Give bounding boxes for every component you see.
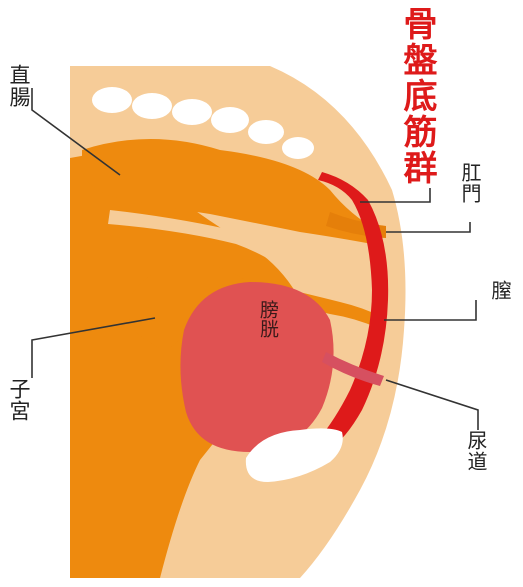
page-title: 骨盤底筋群 bbox=[400, 6, 434, 186]
rectum-label: 直腸 bbox=[8, 64, 29, 108]
urethra-leader-line bbox=[386, 380, 478, 430]
vagina-label: 膣 bbox=[490, 280, 510, 301]
anus-label: 肛門 bbox=[460, 162, 480, 204]
urethra-label: 尿道 bbox=[466, 430, 486, 472]
bladder-label: 膀胱 bbox=[258, 300, 277, 338]
uterus-label: 子宮 bbox=[8, 378, 29, 422]
